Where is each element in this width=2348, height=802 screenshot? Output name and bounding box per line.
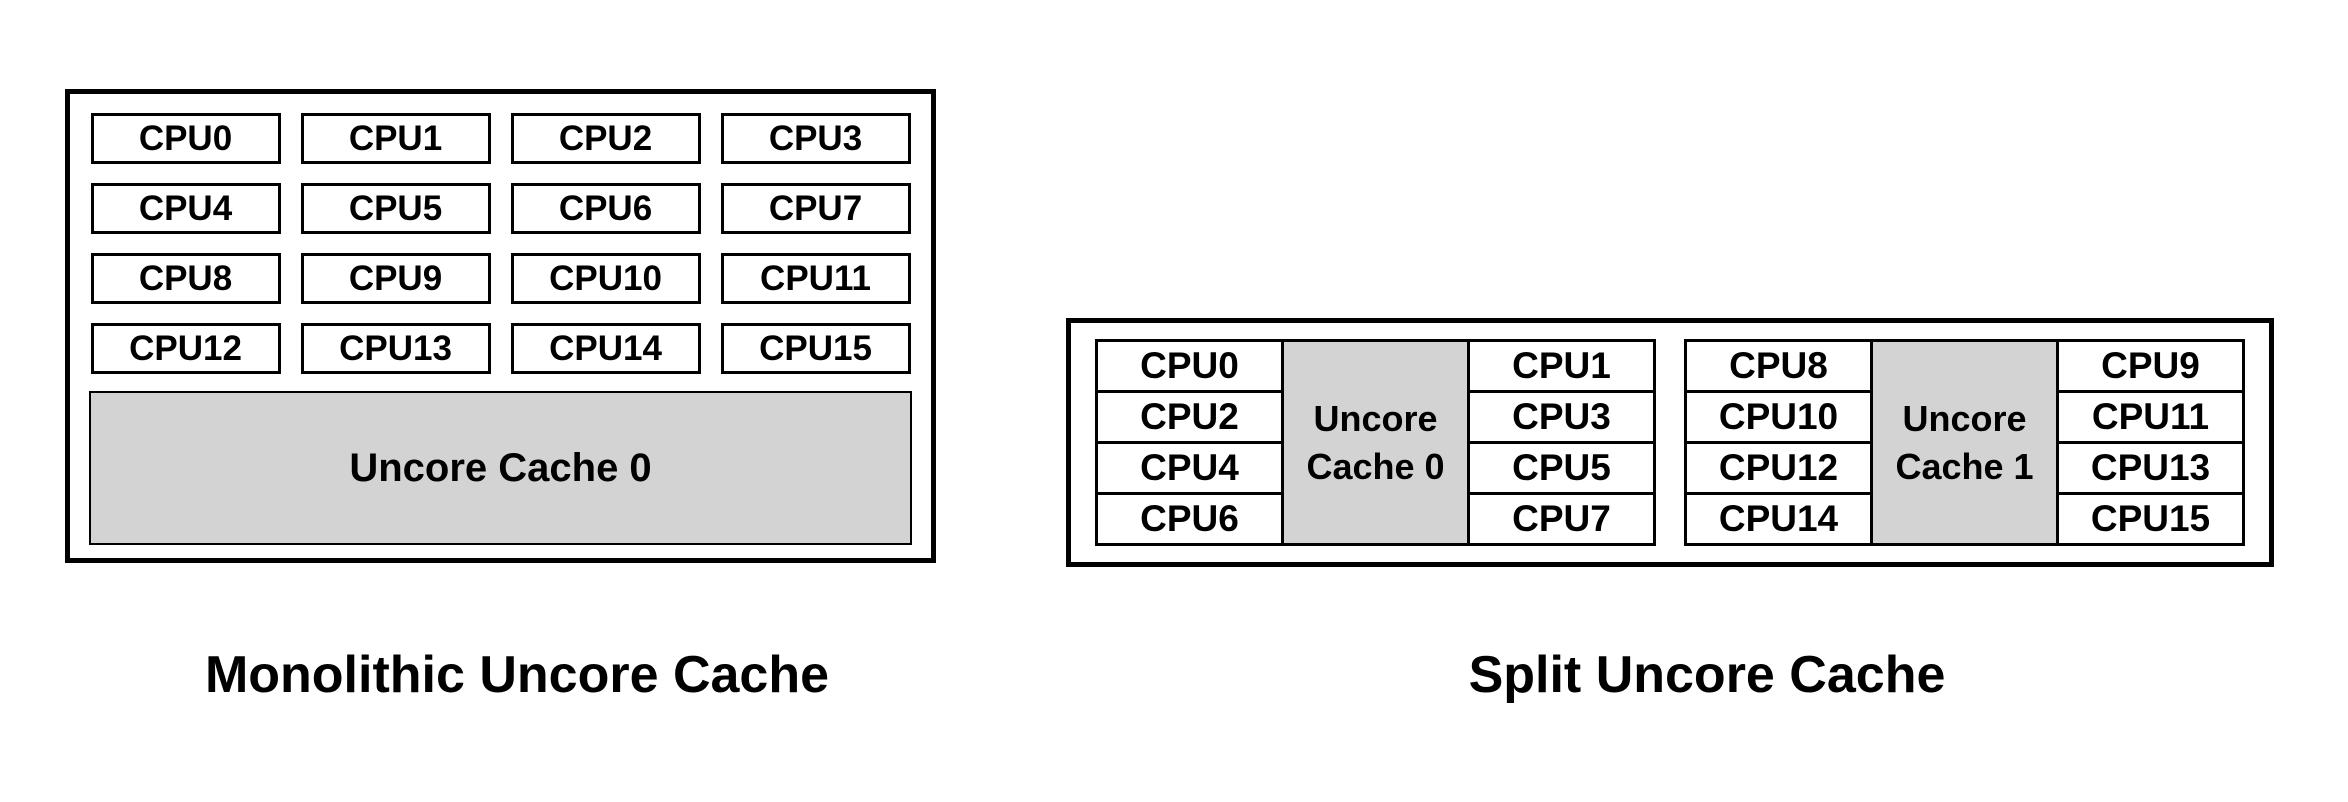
uncore-cache-cell: Uncore Cache 0: [1281, 339, 1470, 546]
split-group-0: CPU0 Uncore Cache 0 CPU1 CPU2 CPU3 CPU4 …: [1095, 339, 1656, 546]
cpu-cell: CPU3: [1467, 390, 1656, 444]
cpu-cell: CPU7: [1467, 492, 1656, 546]
cpu-box: CPU5: [300, 183, 491, 234]
cpu-cell: CPU14: [1684, 492, 1873, 546]
cpu-box: CPU12: [90, 323, 281, 374]
cpu-cell: CPU6: [1095, 492, 1284, 546]
monolithic-cpu-grid: CPU0 CPU1 CPU2 CPU3 CPU4 CPU5 CPU6 CPU7 …: [70, 113, 931, 374]
split-caption: Split Uncore Cache: [1468, 646, 1946, 704]
cpu-box: CPU11: [720, 253, 911, 304]
cpu-cell: CPU8: [1684, 339, 1873, 393]
cpu-cell: CPU2: [1095, 390, 1284, 444]
uncore-cache-label: Uncore Cache 1: [1895, 397, 2034, 487]
cpu-box: CPU10: [510, 253, 701, 304]
cpu-cell: CPU11: [2056, 390, 2245, 444]
cpu-cell: CPU12: [1684, 441, 1873, 495]
split-diagram: CPU0 Uncore Cache 0 CPU1 CPU2 CPU3 CPU4 …: [1066, 318, 2274, 567]
cpu-cell: CPU9: [2056, 339, 2245, 393]
cpu-box: CPU14: [510, 323, 701, 374]
cpu-cell: CPU4: [1095, 441, 1284, 495]
uncore-cache-label: Uncore Cache 0: [1306, 397, 1445, 487]
uncore-cache-cell: Uncore Cache 1: [1870, 339, 2059, 546]
cpu-box: CPU1: [300, 113, 491, 164]
cpu-cell: CPU1: [1467, 339, 1656, 393]
cpu-cell: CPU5: [1467, 441, 1656, 495]
cpu-cell: CPU10: [1684, 390, 1873, 444]
monolithic-diagram: CPU0 CPU1 CPU2 CPU3 CPU4 CPU5 CPU6 CPU7 …: [65, 89, 936, 563]
cpu-cell: CPU15: [2056, 492, 2245, 546]
cpu-cell: CPU13: [2056, 441, 2245, 495]
cpu-box: CPU2: [510, 113, 701, 164]
uncore-cache-box: Uncore Cache 0: [89, 391, 912, 545]
split-group-1: CPU8 Uncore Cache 1 CPU9 CPU10 CPU11 CPU…: [1684, 339, 2245, 546]
cpu-box: CPU6: [510, 183, 701, 234]
cpu-cell: CPU0: [1095, 339, 1284, 393]
cpu-box: CPU0: [90, 113, 281, 164]
cpu-box: CPU7: [720, 183, 911, 234]
cpu-box: CPU15: [720, 323, 911, 374]
cpu-box: CPU4: [90, 183, 281, 234]
monolithic-caption: Monolithic Uncore Cache: [204, 646, 830, 704]
cpu-box: CPU8: [90, 253, 281, 304]
cpu-box: CPU13: [300, 323, 491, 374]
cpu-box: CPU9: [300, 253, 491, 304]
cpu-box: CPU3: [720, 113, 911, 164]
